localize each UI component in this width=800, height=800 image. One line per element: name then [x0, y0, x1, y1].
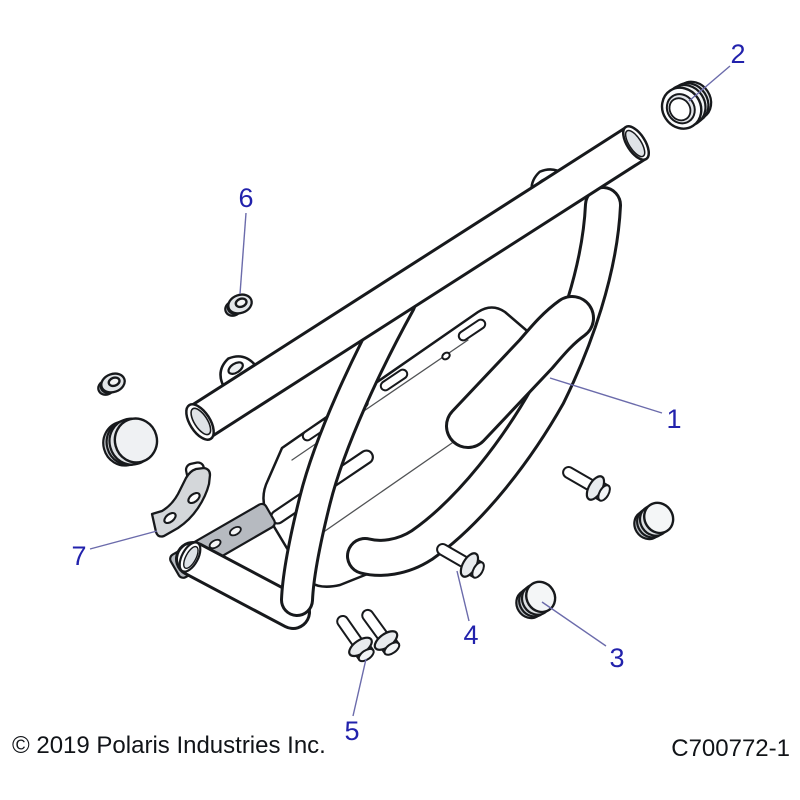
grommet-upper: [224, 293, 253, 317]
main-top-tube: [185, 125, 651, 441]
callout-7: 7: [71, 541, 86, 571]
leader-7: [89, 530, 158, 550]
callout-4: 4: [463, 620, 478, 650]
leader-5: [352, 658, 367, 717]
callout-6: 6: [238, 183, 253, 213]
round-plug-second: [633, 501, 675, 541]
step-tube: [445, 295, 595, 449]
callout-3: 3: [609, 643, 624, 673]
flange-bolt-upper: [562, 461, 614, 506]
left-upright-tube: [280, 285, 417, 617]
leader-3: [541, 601, 607, 647]
grommet-lower: [97, 372, 126, 396]
right-upright-tube: [346, 186, 622, 577]
copyright-notice: © 2019 Polaris Industries Inc.: [12, 732, 326, 759]
threaded-tube-plug: [660, 80, 713, 130]
leader-lines: [89, 65, 731, 717]
leader-2: [688, 65, 731, 102]
bottom-cross-tube: [175, 541, 311, 630]
leader-1: [549, 377, 663, 414]
callout-5: 5: [344, 716, 359, 746]
mount-bracket-item7: [150, 461, 212, 538]
leader-4: [456, 570, 470, 622]
callout-1: 1: [666, 404, 681, 434]
leader-6: [239, 212, 247, 295]
bumper-weldment: [169, 125, 651, 630]
round-plug-labeled: [515, 580, 557, 620]
end-cap-large: [102, 417, 159, 467]
flange-bolt-item4: [436, 538, 488, 583]
drawing-number: C700772-1: [671, 735, 790, 762]
callout-2: 2: [730, 39, 745, 69]
